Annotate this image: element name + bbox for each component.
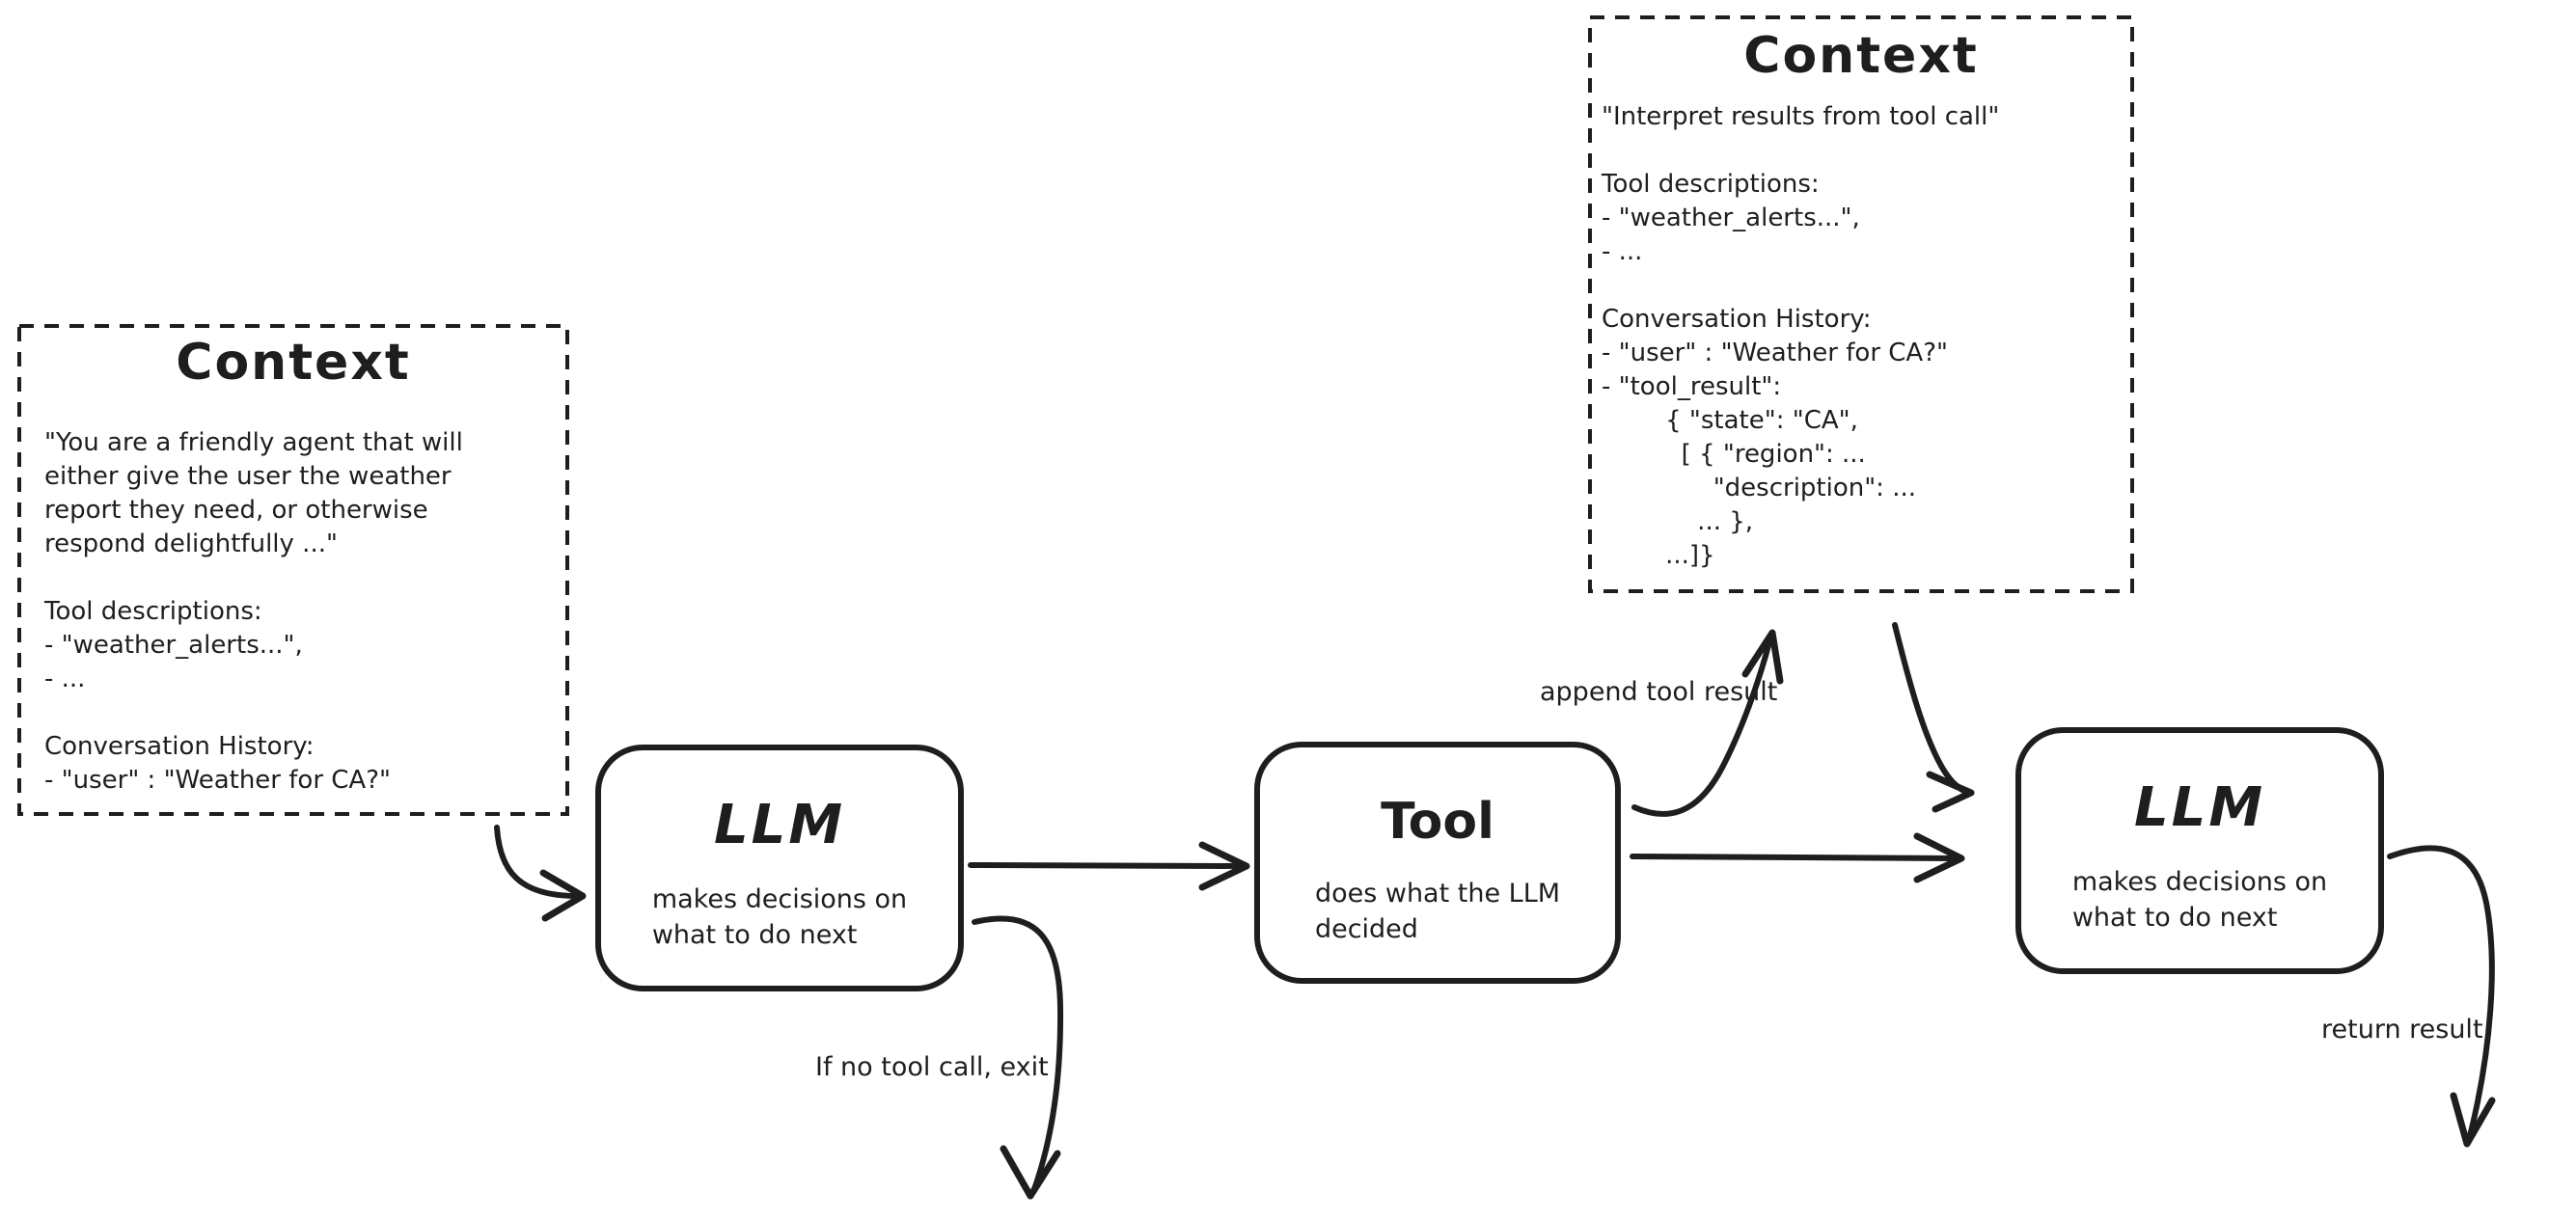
edge-llm1-exit-arrowhead [1000,1145,1061,1200]
context-box-2-body: "Interpret results from tool call" Tool … [1602,102,2000,570]
edge-tool-to-llm2-arrowhead [1913,832,1965,883]
return-result-label: return result [2321,1015,2483,1045]
context-box-2-border [1588,15,2134,593]
llm-2-node-border [2015,727,2384,974]
tool-node-border [1254,742,1621,984]
tool-node-title: Tool [1381,793,1494,851]
tool-node-subtitle: does what the LLM decided [1314,879,1561,944]
context-box-1-title: Context [176,334,411,392]
edge-context2-to-llm2 [1892,622,1971,796]
edge-llm1-to-tool [968,862,1246,869]
llm-1-node: LLM makes decisions on what to do next [598,747,961,989]
context-box-1-body: "You are a friendly agent that will eith… [44,428,463,795]
edge-context2-to-llm2-arrowhead [1926,771,1975,813]
edge-tool-to-context2-arrowhead [1741,629,1784,685]
tool-node: Tool does what the LLM decided [1257,745,1618,981]
if-no-tool-call-exit-label: If no tool call, exit [815,1052,1049,1082]
edge-llm2-return-arrowhead [2450,1092,2496,1148]
edge-llm2-return [2387,845,2495,1139]
append-tool-result-label: append tool result [1540,677,1778,707]
llm-2-node: LLM makes decisions on what to do next [2018,730,2381,971]
llm-2-node-title: LLM [2133,776,2266,839]
llm-1-node-border [595,745,964,991]
context-box-1-border [17,324,569,816]
edge-tool-to-context2 [1631,636,1773,817]
edge-tool-to-llm2 [1630,854,1959,861]
context-box-2-title: Context [1743,27,1979,85]
edge-llm1-to-tool-arrowhead [1198,841,1250,891]
llm-1-node-subtitle: makes decisions on what to do next [651,884,908,950]
llm-2-node-subtitle: makes decisions on what to do next [2071,867,2328,933]
llm-1-node-title: LLM [713,794,846,856]
edge-context1-to-llm1-arrowhead [539,869,587,922]
edge-context1-to-llm1 [494,825,580,899]
edge-llm1-exit [972,915,1064,1195]
